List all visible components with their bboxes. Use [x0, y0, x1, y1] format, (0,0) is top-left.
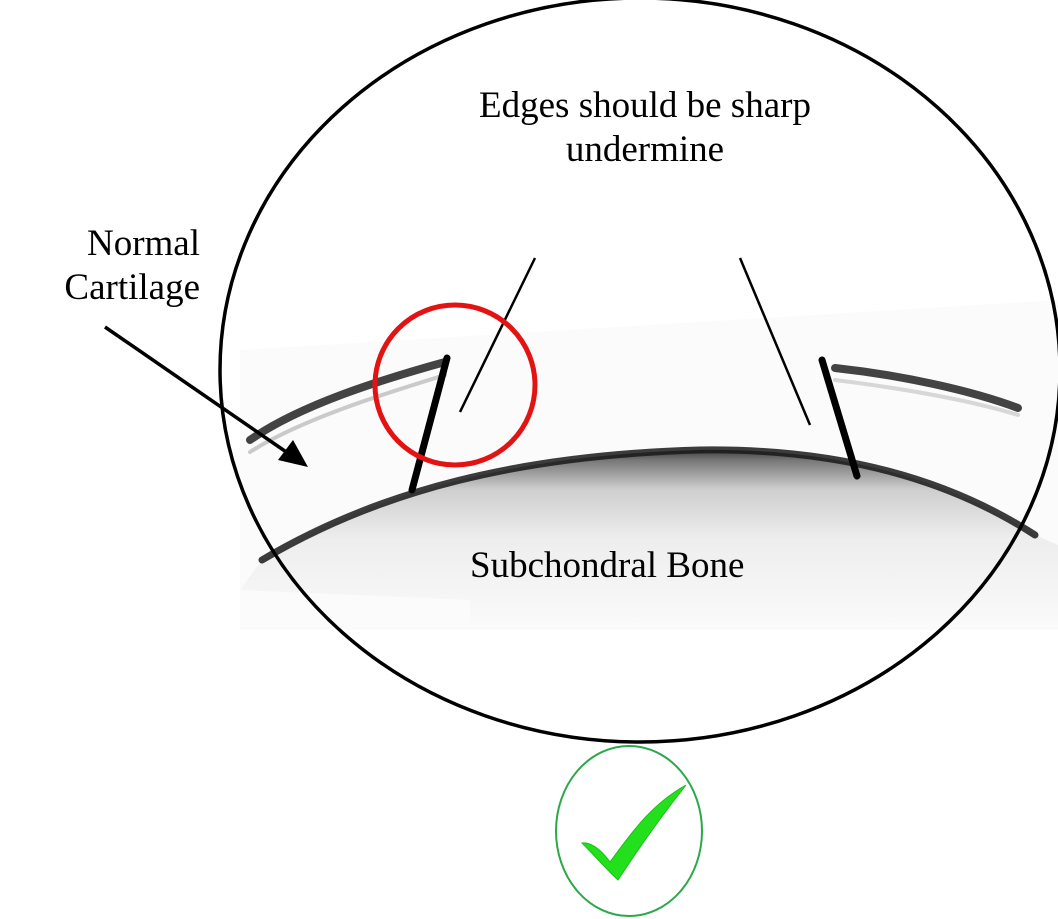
normal-cartilage-line2: Cartilage — [0, 266, 200, 310]
normal-cartilage-label: Normal Cartilage — [0, 222, 200, 310]
edges-annotation-line2: undermine — [405, 128, 885, 172]
subchondral-bone-label: Subchondral Bone — [470, 544, 830, 588]
checkmark-icon — [556, 746, 702, 916]
edges-annotation: Edges should be sharp undermine — [405, 84, 885, 172]
edges-annotation-line1: Edges should be sharp — [405, 84, 885, 128]
normal-cartilage-line1: Normal — [0, 222, 200, 266]
